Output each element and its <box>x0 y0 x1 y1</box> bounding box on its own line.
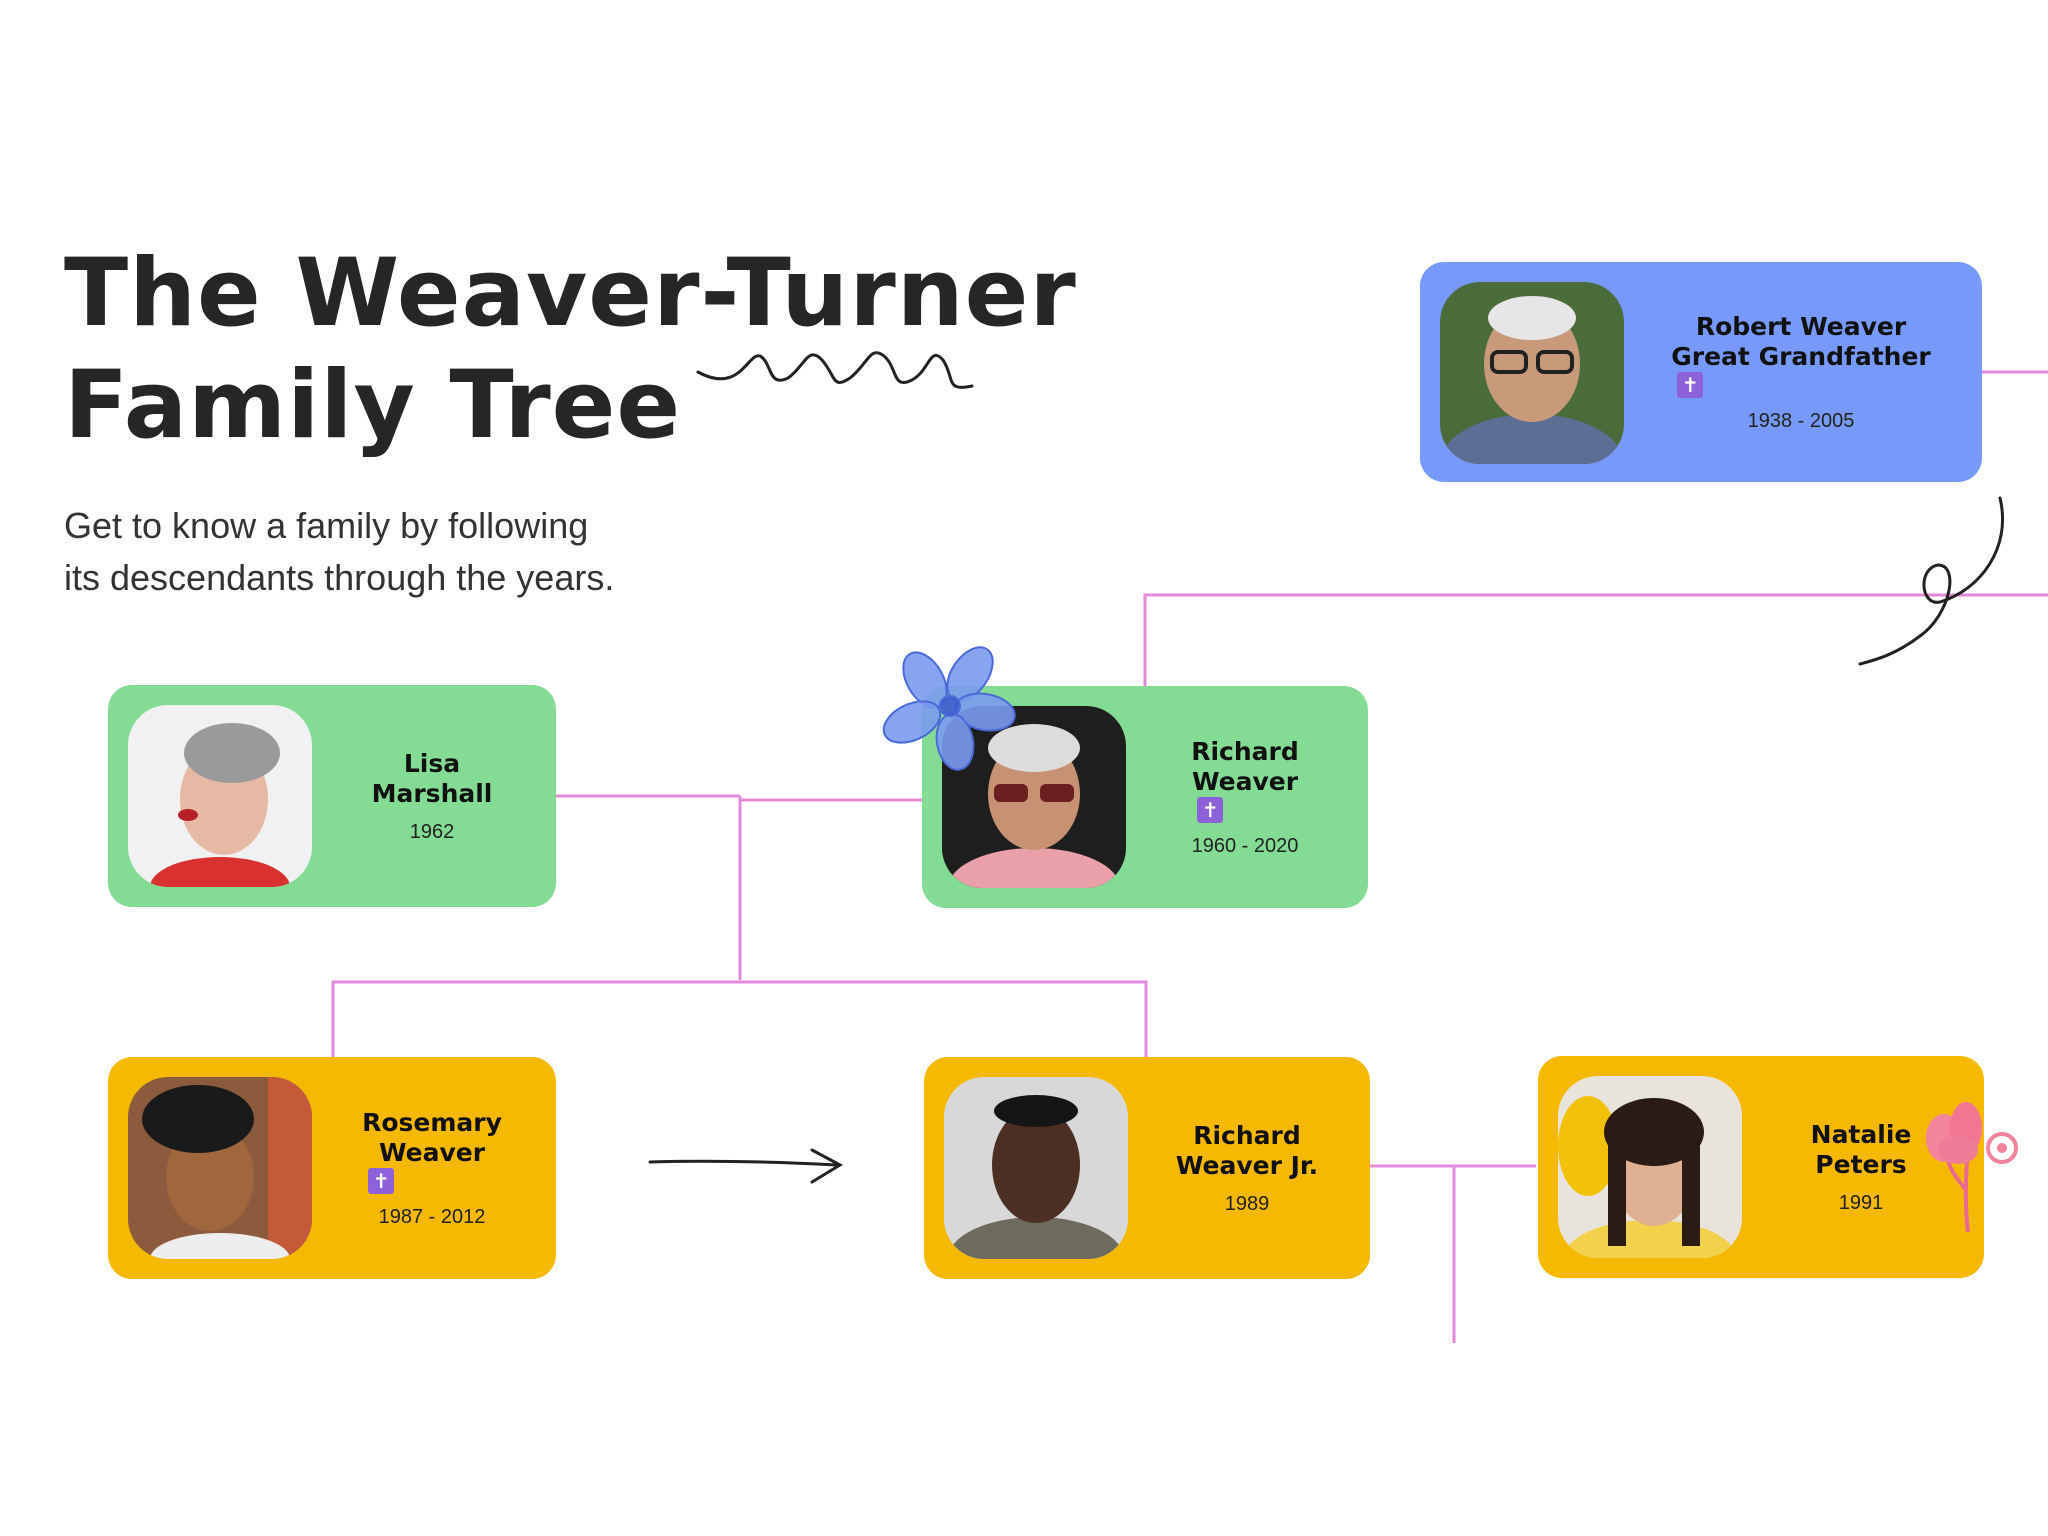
portrait-richard-jr <box>944 1077 1128 1259</box>
cross-icon: ✝ <box>1197 796 1224 823</box>
member-name-line-1: Natalie <box>1810 1119 1912 1149</box>
member-name-natalie: Natalie Peters <box>1811 1120 1912 1180</box>
subtitle-line-1: Get to know a family by following <box>64 505 589 546</box>
member-card-rosemary[interactable]: Rosemary Weaver✝ 1987 - 2012 <box>108 1057 556 1279</box>
member-card-natalie[interactable]: Natalie Peters 1991 <box>1538 1056 1984 1278</box>
arrow-right-icon <box>648 1148 844 1184</box>
member-name-rosemary: Rosemary Weaver✝ <box>362 1108 502 1194</box>
cross-icon: ✝ <box>368 1167 395 1194</box>
page-title: The Weaver-Turner Family Tree <box>64 238 1077 462</box>
page-subtitle: Get to know a family by following its de… <box>64 500 684 604</box>
member-name-lisa: Lisa Marshall <box>372 749 493 809</box>
member-name-line-2: Weaver <box>1191 766 1299 796</box>
member-info-richard: Richard Weaver✝ 1960 - 2020 <box>1132 686 1358 908</box>
member-years-richard-jr: 1989 <box>1224 1192 1270 1215</box>
member-name-line-2: Peters <box>1815 1149 1907 1179</box>
member-card-robert[interactable]: Robert Weaver Great Grandfather✝ 1938 - … <box>1420 262 1982 482</box>
portrait-robert <box>1440 282 1624 464</box>
title-line-2: Family Tree <box>64 351 682 460</box>
connector-robert-branch <box>1143 593 2048 686</box>
member-info-rosemary: Rosemary Weaver✝ 1987 - 2012 <box>318 1057 546 1279</box>
member-info-lisa: Lisa Marshall 1962 <box>318 685 546 907</box>
member-years-natalie: 1991 <box>1838 1191 1884 1214</box>
member-name-line-2: Marshall <box>371 778 493 808</box>
member-years-richard: 1960 - 2020 <box>1191 834 1299 857</box>
blue-flower-icon <box>882 646 1016 771</box>
subtitle-line-2: its descendants through the years. <box>64 557 615 598</box>
portrait-rosemary <box>128 1077 312 1259</box>
member-info-robert: Robert Weaver Great Grandfather✝ 1938 - … <box>1630 262 1972 482</box>
member-name-line-2: Weaver <box>378 1137 486 1167</box>
member-info-richard-jr: Richard Weaver Jr. 1989 <box>1134 1057 1360 1279</box>
member-card-richard-jr[interactable]: Richard Weaver Jr. 1989 <box>924 1057 1370 1279</box>
squiggle-underline <box>696 351 974 389</box>
member-years-rosemary: 1987 - 2012 <box>378 1205 486 1228</box>
hand-drawn-loop <box>1858 496 2005 666</box>
portrait-natalie <box>1558 1076 1742 1258</box>
member-name-richard-jr: Richard Weaver Jr. <box>1176 1121 1318 1181</box>
member-card-richard[interactable]: Richard Weaver✝ 1960 - 2020 <box>922 686 1368 908</box>
member-name-line-1: Robert Weaver <box>1695 311 1907 341</box>
portrait-richard <box>942 706 1126 888</box>
member-name-line-1: Richard <box>1193 1120 1301 1150</box>
pink-flower-icon <box>1926 1102 2018 1233</box>
member-years-robert: 1938 - 2005 <box>1747 409 1855 432</box>
member-name-robert: Robert Weaver Great Grandfather✝ <box>1671 312 1931 398</box>
member-name-line-1: Richard <box>1191 736 1299 766</box>
member-name-line-2: Great Grandfather <box>1671 341 1931 371</box>
member-name-line-2: Weaver Jr. <box>1175 1150 1319 1180</box>
title-line-1: The Weaver-Turner <box>64 239 1077 348</box>
cross-icon: ✝ <box>1677 371 1704 398</box>
member-name-line-1: Lisa <box>403 748 461 778</box>
member-years-lisa: 1962 <box>409 820 455 843</box>
member-name-line-1: Rosemary <box>362 1107 502 1137</box>
member-info-natalie: Natalie Peters 1991 <box>1748 1056 1974 1278</box>
portrait-lisa <box>128 705 312 887</box>
member-name-richard: Richard Weaver✝ <box>1191 737 1299 823</box>
member-card-lisa[interactable]: Lisa Marshall 1962 <box>108 685 556 907</box>
connector-children-bar <box>331 980 1148 1057</box>
